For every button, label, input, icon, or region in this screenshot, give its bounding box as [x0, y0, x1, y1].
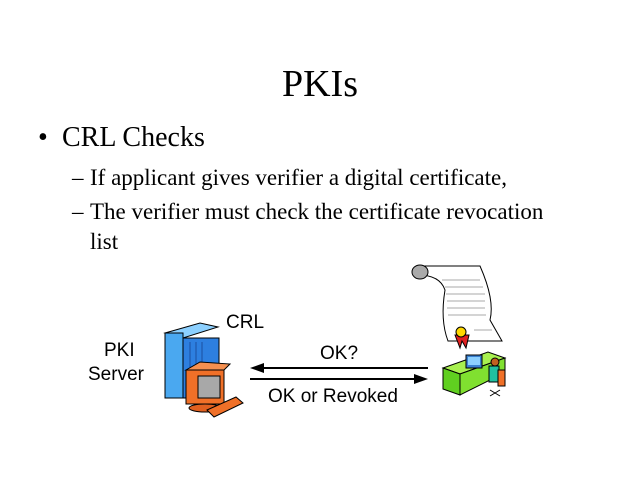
pki-label: PKI: [104, 340, 135, 361]
sub-bullet-text: If applicant gives verifier a digital ce…: [90, 165, 507, 190]
sub-bullet-text: The verifier must check the certificate …: [90, 199, 544, 224]
verifier-desk-icon: [441, 351, 507, 397]
sub-bullet-1: –If applicant gives verifier a digital c…: [72, 165, 507, 190]
sub-bullet-2: –The verifier must check the certificate…: [72, 199, 544, 224]
bullet-dot: •: [38, 122, 48, 153]
server-label: Server: [88, 364, 144, 385]
server-computer-icon: [163, 322, 244, 418]
request-label: OK?: [320, 343, 359, 364]
response-label: OK or Revoked: [268, 386, 398, 407]
bullet-text: CRL Checks: [62, 122, 205, 153]
certificate-scroll-icon: [411, 264, 503, 350]
sub-bullet-2-cont: list: [90, 229, 119, 254]
slide-title: PKIs: [281, 63, 359, 105]
arrows: [250, 363, 428, 384]
bullet-crl-checks: • CRL Checks: [38, 122, 205, 154]
crl-label: CRL: [226, 312, 265, 333]
